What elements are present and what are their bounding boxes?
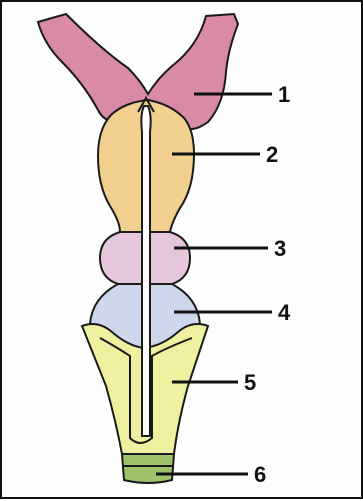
label-4: 4 [278, 300, 291, 325]
label-1: 1 [278, 82, 290, 107]
label-6: 6 [254, 462, 266, 487]
label-5: 5 [244, 370, 256, 395]
central-canal [141, 106, 150, 436]
label-3: 3 [274, 236, 286, 261]
label-2: 2 [266, 142, 278, 167]
region-6 [122, 454, 174, 483]
